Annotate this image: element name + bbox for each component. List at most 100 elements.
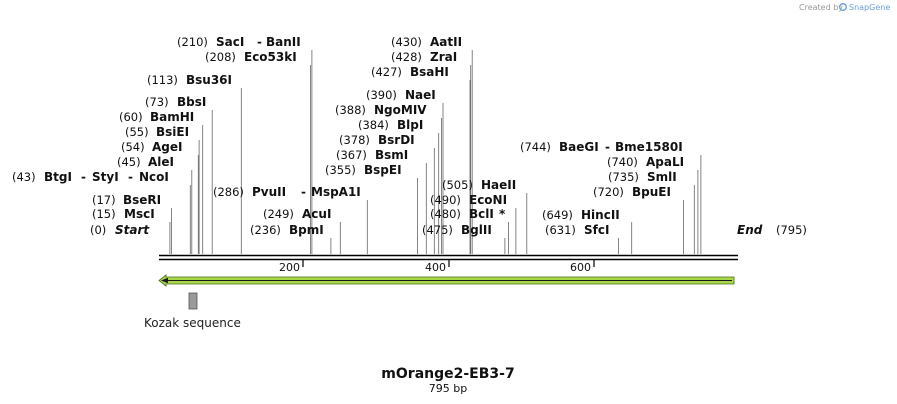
svg-text:BpmI: BpmI	[289, 223, 324, 237]
svg-text:(505): (505)	[442, 178, 473, 192]
credit-brand: SnapGene	[849, 3, 890, 12]
svg-text:(475): (475)	[422, 223, 453, 237]
svg-text:-: -	[301, 185, 306, 199]
svg-text:(54): (54)	[121, 140, 145, 154]
site-agei[interactable]: (54) AgeI	[121, 140, 182, 154]
site-leader-lines	[169, 50, 702, 254]
svg-text:(740): (740)	[607, 155, 638, 169]
svg-text:StyI: StyI	[92, 170, 119, 184]
site-bsrdi[interactable]: (378) BsrDI	[339, 133, 415, 147]
tick-label-600: 600	[570, 261, 591, 274]
map-length: 795 bp	[429, 382, 467, 395]
site-aatii[interactable]: (430) AatII	[391, 35, 462, 49]
svg-text:SacI: SacI	[216, 35, 244, 49]
site-sfci[interactable]: (631) SfcI	[545, 223, 609, 237]
site-saci-banii[interactable]: (210) SacI - BanII	[177, 35, 301, 49]
svg-text:(355): (355)	[325, 163, 356, 177]
svg-text:-: -	[257, 35, 262, 49]
svg-text:(744): (744)	[520, 140, 551, 154]
svg-text:(384): (384)	[358, 118, 389, 132]
svg-text:MspA1I: MspA1I	[311, 185, 361, 199]
svg-text:BsaHI: BsaHI	[410, 65, 449, 79]
scale-tick-200: 200	[279, 260, 304, 274]
start-position: (0)	[90, 223, 106, 237]
kozak-label: Kozak sequence	[144, 316, 241, 330]
site-alei[interactable]: (45) AleI	[117, 155, 174, 169]
site-pvuii-mspa1i[interactable]: (286) PvuII - MspA1I	[213, 185, 361, 199]
site-bsu36i[interactable]: (113) Bsu36I	[147, 73, 232, 87]
site-bcli[interactable]: (480) BclI *	[430, 207, 506, 221]
svg-text:(735): (735)	[608, 170, 639, 184]
end-position: (795)	[776, 223, 807, 237]
svg-text:SfcI: SfcI	[584, 223, 609, 237]
svg-text:(15): (15)	[92, 207, 116, 221]
svg-text:Bme1580I: Bme1580I	[615, 140, 683, 154]
site-apali[interactable]: (740) ApaLI	[607, 155, 684, 169]
svg-text:(73): (73)	[145, 95, 169, 109]
svg-text:-: -	[81, 170, 86, 184]
svg-text:(45): (45)	[117, 155, 141, 169]
map-title: mOrange2-EB3-7	[381, 366, 514, 382]
svg-text:BlpI: BlpI	[397, 118, 423, 132]
site-acui[interactable]: (249) AcuI	[263, 207, 331, 221]
svg-text:(428): (428)	[391, 50, 422, 64]
svg-text:AcuI: AcuI	[302, 207, 331, 221]
site-haeii[interactable]: (505) HaeII	[442, 178, 516, 192]
site-bpmi[interactable]: (236) BpmI	[250, 223, 324, 237]
svg-text:BspEI: BspEI	[364, 163, 402, 177]
svg-text:(55): (55)	[125, 125, 149, 139]
svg-text:(286): (286)	[213, 185, 244, 199]
svg-text:(249): (249)	[263, 207, 294, 221]
svg-text:BglII: BglII	[461, 223, 492, 237]
restriction-site-labels: (0) Start End (795) (15) MscI (17) BseRI…	[12, 35, 807, 237]
svg-text:AatII: AatII	[430, 35, 462, 49]
site-bglii[interactable]: (475) BglII	[422, 223, 492, 237]
svg-text:(17): (17)	[92, 193, 116, 207]
site-zrai[interactable]: (428) ZraI	[391, 50, 457, 64]
svg-text:EcoNI: EcoNI	[469, 193, 507, 207]
sequence-backbone	[159, 254, 738, 261]
svg-text:(480): (480)	[430, 207, 461, 221]
site-eco53ki[interactable]: (208) Eco53kI	[205, 50, 297, 64]
site-naei[interactable]: (390) NaeI	[366, 88, 436, 102]
svg-text:(427): (427)	[371, 65, 402, 79]
orf-feature-arrow[interactable]	[158, 274, 735, 287]
svg-text:-: -	[128, 170, 133, 184]
site-hincii[interactable]: (649) HincII	[542, 208, 620, 222]
site-bpuei[interactable]: (720) BpuEI	[593, 185, 671, 199]
site-ngomiv[interactable]: (388) NgoMIV	[335, 103, 427, 117]
svg-text:BtgI: BtgI	[44, 170, 72, 184]
svg-text:BamHI: BamHI	[150, 110, 194, 124]
site-btgi-styi-ncoi[interactable]: (43) BtgI - StyI - NcoI	[12, 170, 169, 184]
site-bsiei[interactable]: (55) BsiEI	[125, 125, 189, 139]
svg-text:(490): (490)	[430, 193, 461, 207]
svg-text:HaeII: HaeII	[481, 178, 516, 192]
site-blpi[interactable]: (384) BlpI	[358, 118, 423, 132]
site-bseri[interactable]: (17) BseRI	[92, 193, 161, 207]
site-smli[interactable]: (735) SmlI	[608, 170, 677, 184]
svg-text:(378): (378)	[339, 133, 370, 147]
site-bsahi[interactable]: (427) BsaHI	[371, 65, 449, 79]
svg-text:BsmI: BsmI	[375, 148, 408, 162]
svg-text:(430): (430)	[391, 35, 422, 49]
site-baegi-bme1580i[interactable]: (744) BaeGI - Bme1580I	[520, 140, 683, 154]
site-bspei[interactable]: (355) BspEI	[325, 163, 402, 177]
svg-text:BbsI: BbsI	[177, 95, 206, 109]
svg-text:BsrDI: BsrDI	[378, 133, 415, 147]
svg-text:AgeI: AgeI	[152, 140, 182, 154]
svg-text:(388): (388)	[335, 103, 366, 117]
svg-text:(43): (43)	[12, 170, 36, 184]
site-econi[interactable]: (490) EcoNI	[430, 193, 507, 207]
site-msci[interactable]: (15) MscI	[92, 207, 155, 221]
site-bamhi[interactable]: (60) BamHI	[119, 110, 194, 124]
svg-text:NaeI: NaeI	[405, 88, 436, 102]
svg-text:Bsu36I: Bsu36I	[186, 73, 232, 87]
svg-text:MscI: MscI	[124, 207, 155, 221]
site-bsmi[interactable]: (367) BsmI	[336, 148, 408, 162]
tick-label-200: 200	[279, 261, 300, 274]
site-bbsi[interactable]: (73) BbsI	[145, 95, 206, 109]
svg-text:(720): (720)	[593, 185, 624, 199]
kozak-feature[interactable]	[188, 292, 198, 310]
svg-text:(367): (367)	[336, 148, 367, 162]
